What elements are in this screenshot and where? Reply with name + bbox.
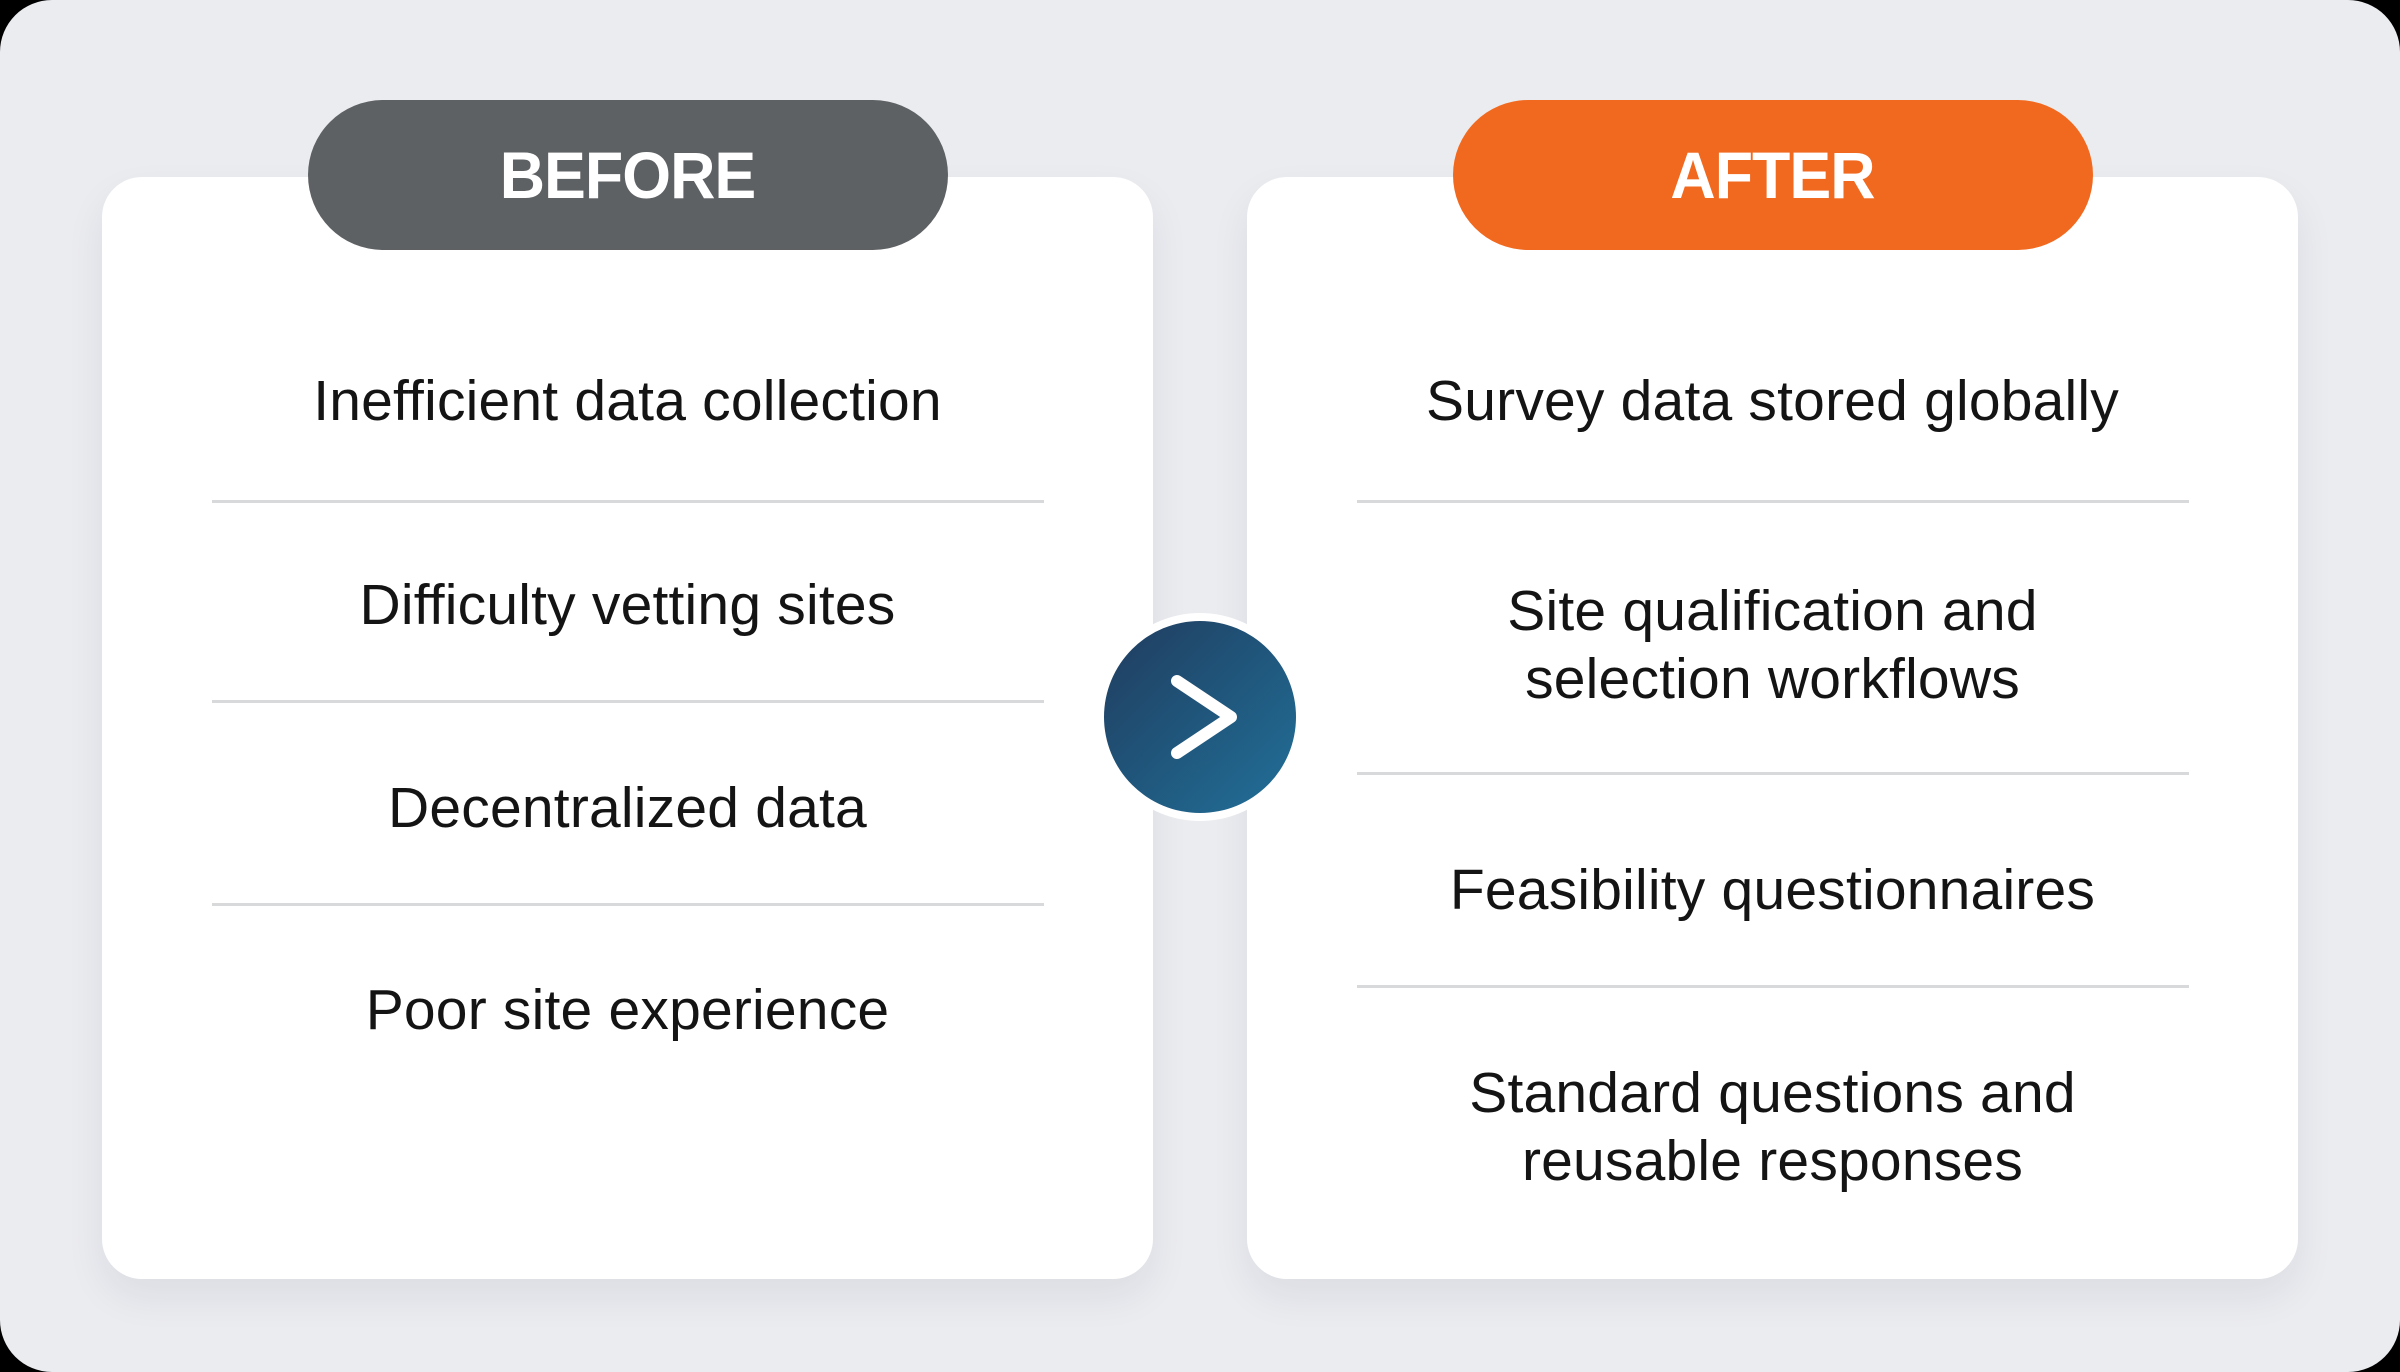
after-card: AFTER Survey data stored globally Site q… [1247,100,2298,1279]
after-item-2-line-2: selection workflows [1525,647,2020,711]
before-item-3: Decentralized data [102,774,1153,842]
after-item-4-line-2: reusable responses [1521,1129,2024,1193]
divider [212,903,1044,906]
divider [1357,985,2189,988]
divider [212,500,1044,503]
before-badge: BEFORE [307,100,948,250]
before-badge-label: BEFORE [499,138,757,212]
after-item-3-line: Feasibility questionnaires [1449,858,2096,922]
after-item-2: Site qualification and selection workflo… [1247,577,2298,713]
after-badge: AFTER [1452,100,2093,250]
before-item-1: Inefficient data collection [102,367,1153,435]
before-item-1-line: Inefficient data collection [313,369,942,433]
before-item-2-line: Difficulty vetting sites [359,573,896,637]
before-item-4: Poor site experience [102,976,1153,1044]
before-card: BEFORE Inefficient data collection Diffi… [102,100,1153,1279]
divider [1357,772,2189,775]
after-badge-label: AFTER [1670,138,1875,212]
after-item-3: Feasibility questionnaires [1247,856,2298,924]
after-item-2-line-1: Site qualification and [1507,579,2038,643]
after-item-1: Survey data stored globally [1247,367,2298,435]
arrow-circle [1104,621,1296,813]
after-item-4: Standard questions and reusable response… [1247,1059,2298,1195]
divider [212,700,1044,703]
divider [1357,500,2189,503]
before-item-2: Difficulty vetting sites [102,571,1153,639]
chevron-right-icon [1171,675,1237,759]
after-item-1-line: Survey data stored globally [1426,369,2119,433]
after-item-4-line-1: Standard questions and [1469,1061,2076,1125]
before-item-4-line: Poor site experience [365,978,890,1042]
before-item-3-line: Decentralized data [388,776,867,840]
